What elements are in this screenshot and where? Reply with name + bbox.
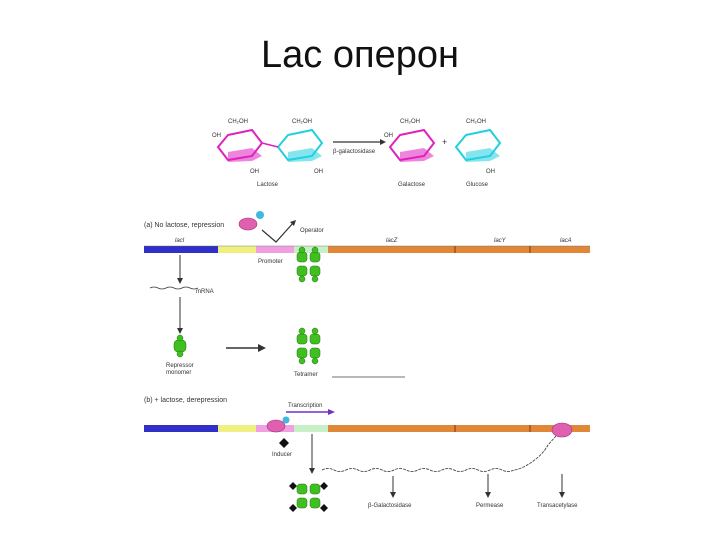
- product-transacetylase: Transacetylase: [537, 503, 578, 509]
- panel-b-dna: [144, 425, 590, 432]
- lactose-label: Lactose: [257, 182, 279, 188]
- galactose-molecule: CH₂OH OH Galactose: [384, 119, 436, 188]
- lactose-oh-2: OH: [250, 169, 259, 175]
- repressor-monomer: [173, 334, 187, 358]
- lactose-ch2oh-1: CH₂OH: [228, 119, 248, 125]
- rna-polymerase-a: [238, 211, 264, 231]
- galactose-ch2oh: CH₂OH: [400, 119, 420, 125]
- glucose-molecule: CH₂OH OH Glucose: [454, 119, 502, 188]
- transcription-label: Transcription: [288, 403, 322, 409]
- panel-b-caption: (b) + lactose, derepression: [144, 397, 227, 404]
- mrna-strand: [149, 286, 199, 290]
- lactose-oh-1: OH: [212, 133, 221, 139]
- galactose-label: Galactose: [398, 182, 426, 188]
- slide-title: Lac оперон: [261, 34, 459, 76]
- blocked-path: [261, 221, 295, 243]
- free-repressor-tetramer: [296, 327, 321, 365]
- galactose-oh: OH: [384, 133, 393, 139]
- glucose-label: Glucose: [466, 182, 489, 188]
- bound-repressor-tetramer: [296, 246, 321, 283]
- product-permease: Permease: [476, 503, 504, 509]
- rna-polymerase-b: [266, 416, 290, 433]
- enzyme-label: β-galactosidase: [333, 149, 376, 155]
- panel-a-caption: (a) No lactose, repression: [144, 222, 224, 229]
- monomer-label-line1: Repressor: [166, 363, 194, 369]
- gene-laca-label: lacA: [560, 238, 572, 244]
- product-arrows: [392, 474, 563, 494]
- inducer: [279, 438, 289, 448]
- inducer-label: Inducer: [272, 452, 292, 458]
- glucose-ch2oh: CH₂OH: [466, 119, 486, 125]
- lactose-molecule: CH₂OH CH₂OH OH OH OH Lactose: [212, 119, 324, 188]
- tetramer-label: Tetramer: [294, 372, 318, 378]
- gene-lacy-label: lacY: [494, 238, 507, 244]
- product-beta-galactosidase: β-Galactosidase: [368, 503, 412, 509]
- monomer-label-line2: monomer: [166, 370, 191, 376]
- glucose-oh: OH: [486, 169, 495, 175]
- panel-a-dna: [144, 245, 590, 253]
- plus-sign: +: [442, 137, 447, 147]
- mrna-label: mRNA: [196, 289, 214, 295]
- gene-lacz-label: lacZ: [386, 238, 398, 244]
- lactose-ch2oh-2: CH₂OH: [292, 119, 312, 125]
- gene-laci-label: lacI: [175, 238, 185, 244]
- polycistronic-mrna: [321, 435, 557, 472]
- lactose-oh-3: OH: [314, 169, 323, 175]
- promoter-label: Promoter: [258, 259, 283, 265]
- operator-label: Operator: [300, 228, 324, 234]
- rna-polymerase-moving: [551, 422, 573, 438]
- enzyme-arrow: β-galactosidase: [333, 139, 386, 155]
- inactive-repressor-tetramer: [289, 482, 328, 512]
